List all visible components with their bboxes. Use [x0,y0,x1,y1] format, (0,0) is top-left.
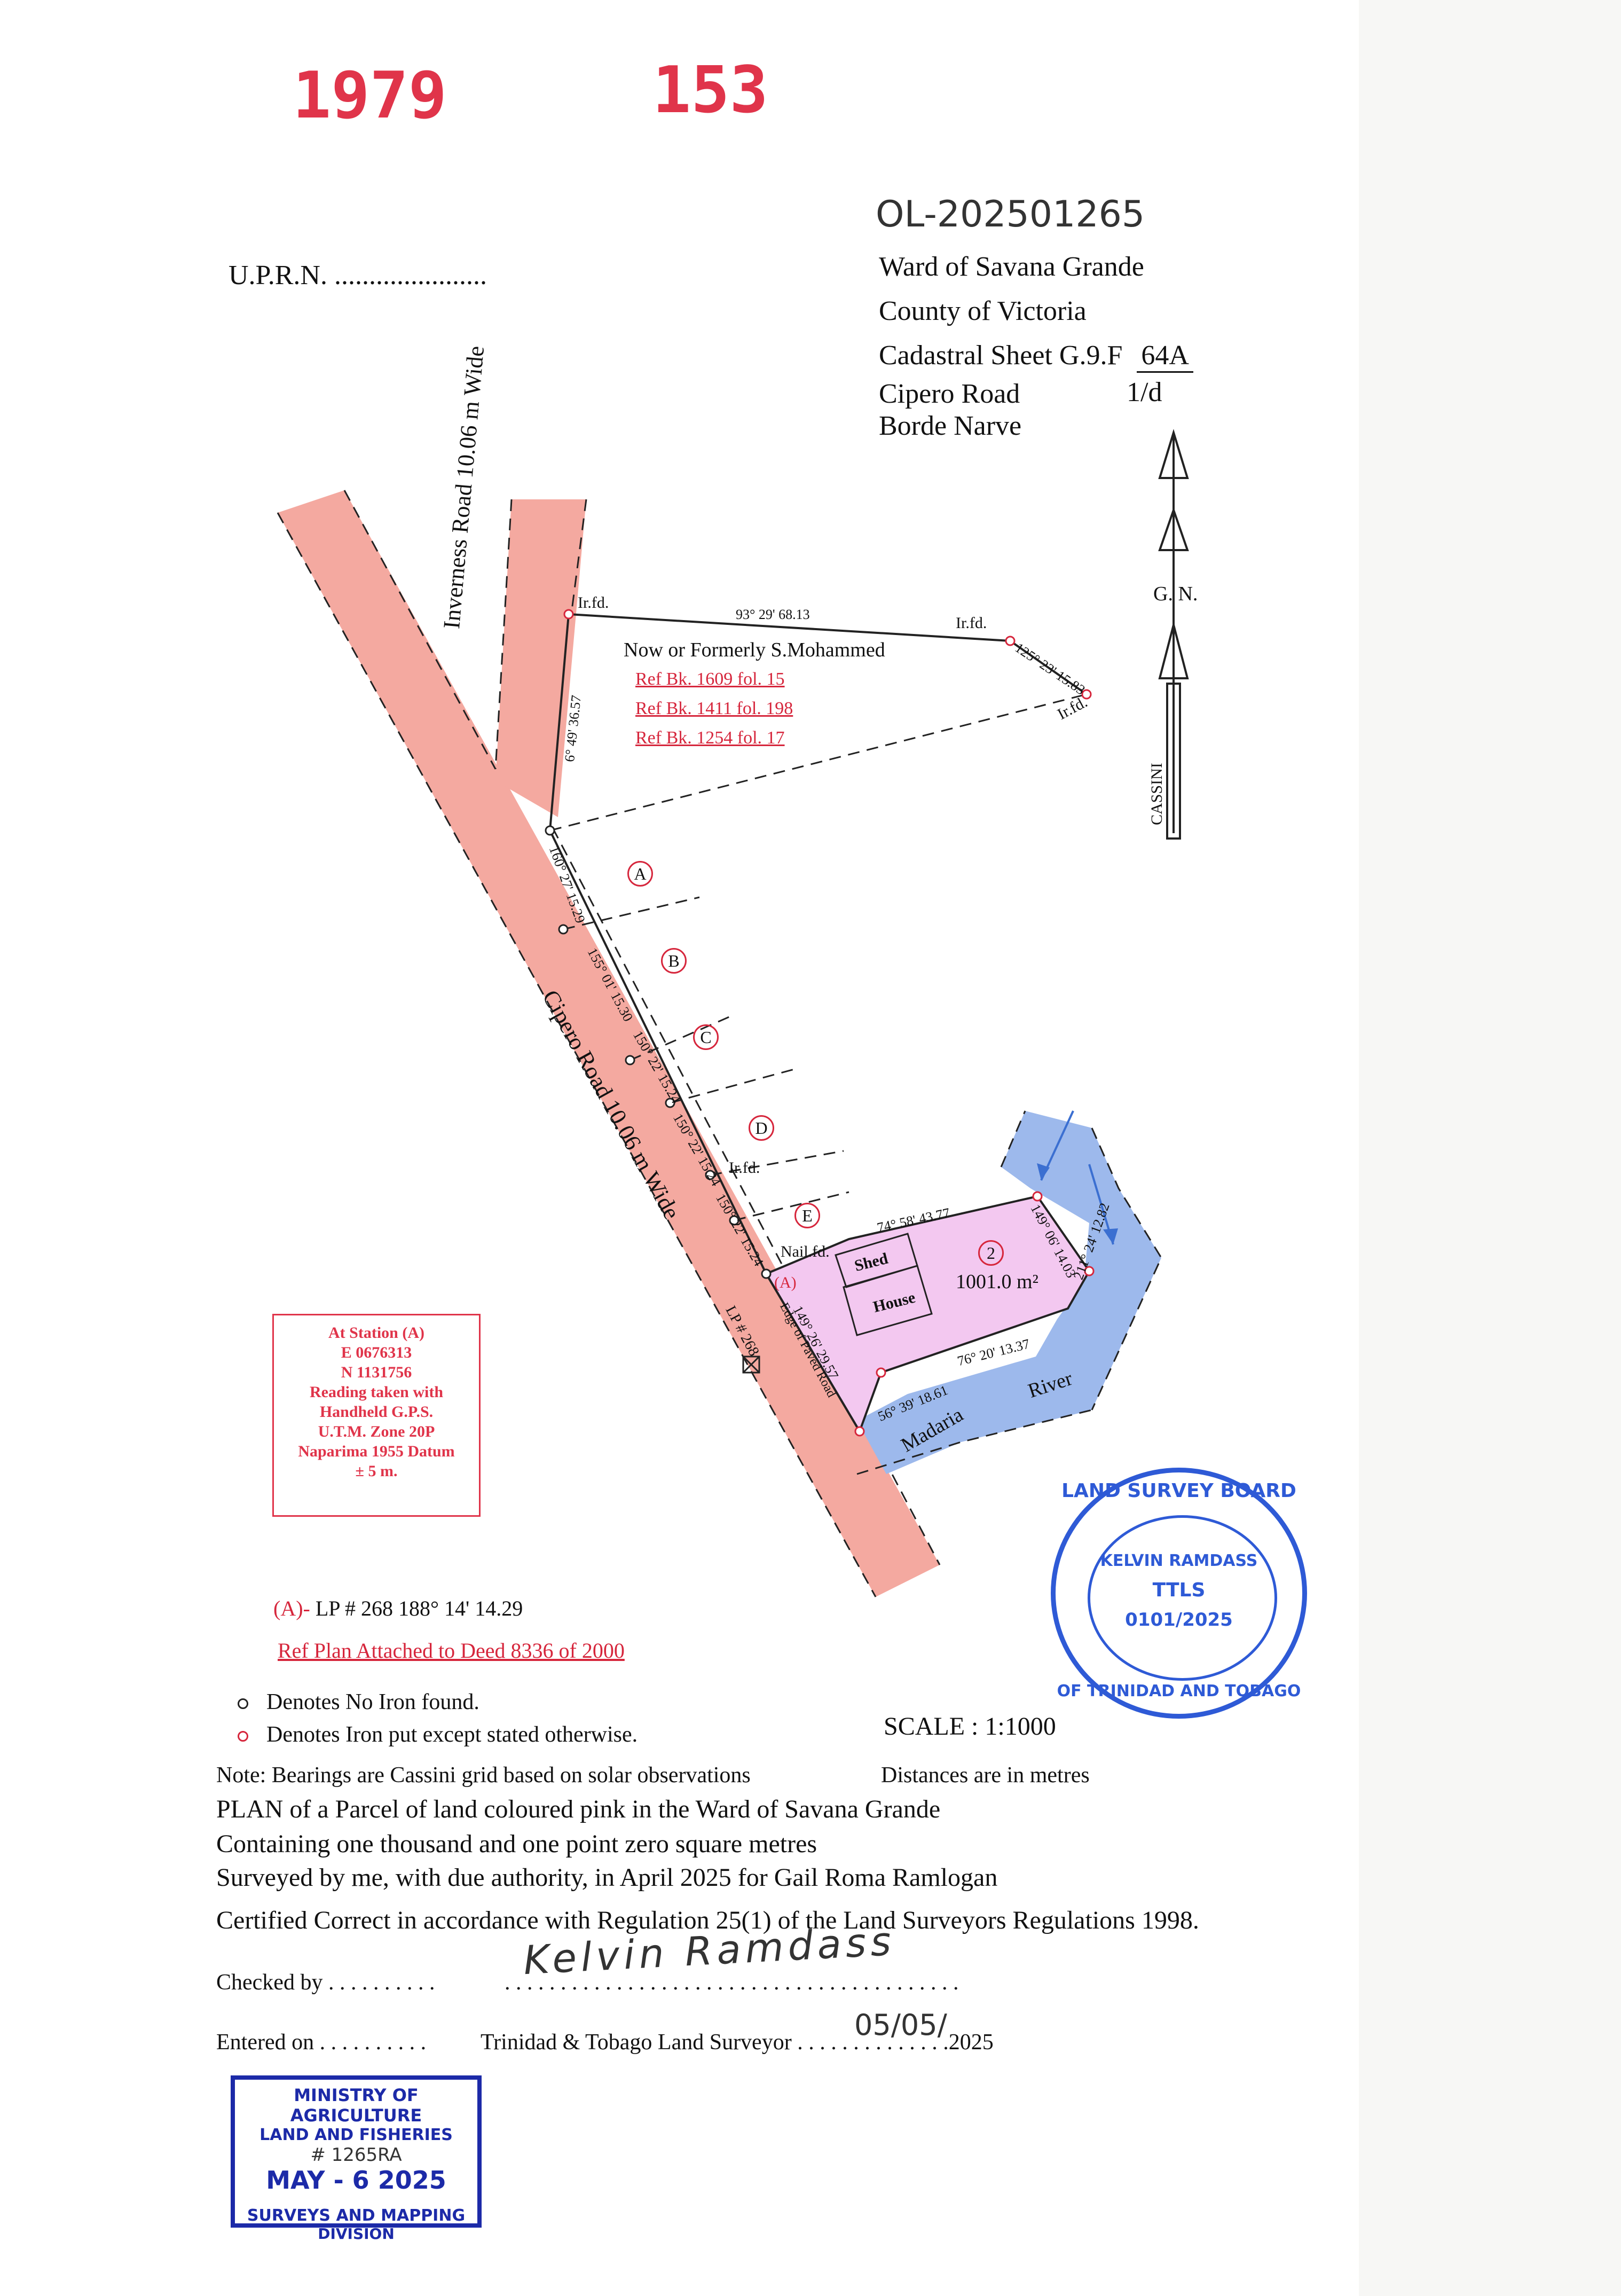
lp-note-marker: (A)- [273,1596,310,1620]
no-iron-symbol [238,1698,248,1709]
uprn-dots: ...................... [334,260,487,291]
ministry-line-3: SURVEYS AND MAPPING [247,2206,466,2225]
owner-label: Now or Formerly S.Mohammed [624,639,885,661]
land-surveyor-date: Trinidad & Tobago Land Surveyor . . . . … [481,2030,994,2055]
legend-no-iron: Denotes No Iron found. [238,1689,479,1715]
ministry-line-4: DIVISION [318,2225,395,2243]
plan-text-4: Certified Correct in accordance with Reg… [216,1906,1199,1934]
legend-no-iron-text: Denotes No Iron found. [266,1690,479,1714]
surveyor-title: TTLS [1152,1579,1206,1601]
station-line-8: ± 5 m. [355,1462,398,1480]
cadastral-sheet: Cadastral Sheet G.9.F 64A [879,340,1193,373]
ministry-line-2: LAND AND FISHERIES [259,2126,453,2144]
ref-book-3: Ref Bk. 1254 fol. 17 [635,728,785,748]
ref-plan-deed: Ref Plan Attached to Deed 8336 of 2000 [278,1639,625,1663]
cipero-road-band [278,490,940,1597]
lot-d: D [749,1115,774,1141]
locality: Borde Narve [879,411,1022,441]
lp-note-text: LP # 268 188° 14' 14.29 [315,1596,523,1620]
parcel-area: 1001.0 m² [956,1271,1038,1293]
ref-book-2: Ref Bk. 1411 fol. 198 [635,699,793,718]
inverness-road-band [495,499,586,817]
plan-text-2: Containing one thousand and one point ze… [216,1830,817,1858]
lot-b: B [661,948,687,974]
year-stamp: 1979 [293,59,447,133]
lot-a: A [627,861,653,887]
county: County of Victoria [879,296,1087,326]
station-line-7: Naparima 1955 Datum [298,1443,455,1460]
cadastral-denominator: 1/d [1127,377,1162,408]
station-a-marker: (A) [774,1274,797,1291]
station-line-6: U.T.M. Zone 20P [318,1423,435,1440]
number-stamp: 153 [652,53,768,128]
north-arrow [1158,429,1189,840]
station-line-2: E 0676313 [341,1344,412,1361]
house-outline [843,1265,933,1336]
iron-found-2: Ir.fd. [956,614,987,632]
entered-on: Entered on . . . . . . . . . . [216,2030,427,2055]
ministry-date: MAY - 6 2025 [266,2166,446,2195]
stamp-ring-top: LAND SURVEY BOARD [1061,1480,1296,1502]
scale: SCALE : 1:1000 [884,1712,1056,1741]
parcel-2 [765,1195,1091,1434]
licence-number: 0101/2025 [1125,1609,1233,1631]
lot-c: C [693,1024,719,1050]
date-handwritten: 05/05/ [854,2008,947,2042]
distances-note: Distances are in metres [881,1763,1090,1788]
checked-by: Checked by . . . . . . . . . . [216,1970,435,1995]
note-bearings: Note: Bearings are Cassini grid based on… [216,1763,751,1788]
parcel-number: 2 [978,1240,1004,1266]
ref-book-1: Ref Bk. 1609 fol. 15 [635,669,785,689]
surveyor-name: KELVIN RAMDASS [1100,1551,1258,1570]
land-survey-board-stamp: LAND SURVEY BOARD KELVIN RAMDASS TTLS 01… [1051,1468,1307,1719]
ward: Ward of Savana Grande [879,252,1144,282]
plan-text-3: Surveyed by me, with due authority, in A… [216,1863,998,1892]
uprn: U.P.R.N. ...................... [229,260,487,291]
lp-note: (A)- LP # 268 188° 14' 14.29 [273,1596,523,1621]
station-line-5: Handheld G.P.S. [319,1403,434,1421]
stamp-ring-bottom: OF TRINIDAD AND TOBAGO [1057,1682,1301,1701]
iron-put-symbol [238,1731,248,1742]
reference-handwritten: OL-202501265 [876,193,1145,236]
station-line-4: Reading taken with [309,1383,444,1401]
cadastral-number: 64A [1137,340,1193,373]
ministry-hand-number: # 1265RA [310,2144,402,2166]
cadastral-label: Cadastral Sheet G.9.F [879,340,1123,371]
road-name: Cipero Road [879,379,1020,409]
nail-found: Nail.fd. [781,1243,830,1260]
iron-found-1: Ir.fd. [578,594,609,612]
lp-marker-box [742,1355,760,1374]
legend-iron-put: Denotes Iron put except stated otherwise… [238,1722,638,1748]
grid-north-label: G. N. [1153,583,1198,605]
ministry-stamp: MINISTRY OF AGRICULTURE LAND AND FISHERI… [231,2075,482,2243]
madaria-river [857,1111,1161,1474]
station-a-box: At Station (A) E 0676313 N 1131756 Readi… [272,1314,481,1517]
ministry-line-1: MINISTRY OF AGRICULTURE [290,2085,422,2126]
uprn-label: U.P.R.N. [229,260,327,291]
iron-found-4: Ir.fd. [729,1159,760,1177]
signature-line: . . . . . . . . . . . . . . . . . . . . … [505,1970,959,1995]
top-boundary-bearing: 93° 29' 68.13 [736,607,810,622]
plan-text-1: PLAN of a Parcel of land coloured pink i… [216,1795,941,1823]
station-line-3: N 1131756 [341,1364,412,1381]
cassini-label: CASSINI [1148,763,1166,825]
legend-iron-put-text: Denotes Iron put except stated otherwise… [266,1722,638,1747]
station-line-1: At Station (A) [328,1324,424,1342]
lot-e: E [794,1203,820,1228]
